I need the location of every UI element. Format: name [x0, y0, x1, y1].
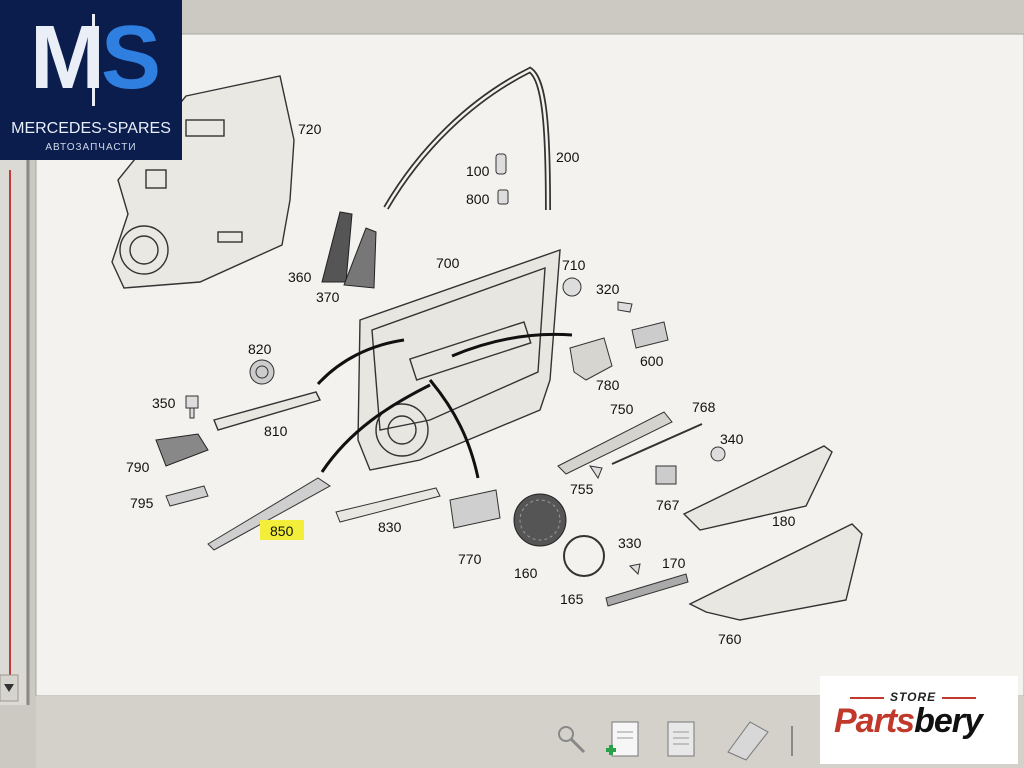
label-820: 820	[248, 341, 272, 357]
label-320: 320	[596, 281, 620, 297]
scroll-down-arrow-icon	[4, 684, 14, 692]
part-330-pin	[628, 563, 641, 576]
leader-line-780	[451, 332, 573, 358]
leader-line-850	[320, 383, 431, 473]
part-labels: 720 200 100 800 360 370 700 710 320 600 …	[126, 121, 796, 647]
part-780-lock	[569, 337, 613, 381]
part-850-strip	[207, 477, 331, 551]
label-165: 165	[560, 591, 584, 607]
document-icon[interactable]	[667, 721, 695, 757]
watermark-subtitle: АВТОЗАПЧАСТИ	[45, 142, 137, 153]
left-panel	[0, 160, 26, 705]
key-search-icon[interactable]	[558, 726, 586, 754]
part-160-speaker	[513, 493, 567, 547]
label-170: 170	[662, 555, 686, 571]
part-795-cover	[165, 485, 209, 507]
part-100-plug	[495, 153, 507, 175]
part-720-door-panel	[111, 75, 295, 289]
part-700-door-shell	[357, 248, 561, 471]
part-340-bolt	[710, 446, 726, 462]
part-800-plug	[497, 189, 509, 205]
label-767: 767	[656, 497, 680, 513]
part-820-tweeter	[249, 359, 275, 385]
label-180: 180	[772, 513, 796, 529]
label-720: 720	[298, 121, 322, 137]
part-770-switch	[449, 489, 501, 529]
label-330: 330	[618, 535, 642, 551]
label-768: 768	[692, 399, 716, 415]
label-790: 790	[126, 459, 150, 475]
part-600-bracket	[631, 321, 669, 349]
mercedes-spares-watermark: MS MERCEDES-SPARES АВТОЗАПЧАСТИ	[0, 0, 182, 160]
logo-divider	[92, 14, 95, 106]
label-340: 340	[720, 431, 744, 447]
part-360-trim	[321, 211, 353, 283]
part-755-screw	[588, 465, 603, 480]
leader-line-810	[316, 338, 405, 386]
label-370: 370	[316, 289, 340, 305]
label-850-highlight	[260, 520, 304, 540]
label-810: 810	[264, 423, 288, 439]
watermark-brand-name: MERCEDES-SPARES	[11, 120, 171, 137]
part-320-screw	[617, 301, 633, 313]
label-830: 830	[378, 519, 402, 535]
label-800: 800	[466, 191, 490, 207]
label-795: 795	[130, 495, 154, 511]
label-350: 350	[152, 395, 176, 411]
part-370-trim	[343, 227, 377, 289]
label-755: 755	[570, 481, 594, 497]
label-750: 750	[610, 401, 634, 417]
label-780: 780	[596, 377, 620, 393]
part-750-grab-handle	[557, 411, 673, 475]
watermark-store-name: Partsbery	[834, 702, 983, 741]
label-710: 710	[562, 257, 586, 273]
part-350-bolt	[185, 395, 199, 419]
part-810-trim	[213, 391, 322, 431]
part-830-strip	[335, 487, 441, 523]
part-170-strip	[605, 573, 689, 607]
label-600: 600	[640, 353, 664, 369]
part-760-lower-trim	[688, 523, 863, 621]
store-name-part2: bery	[914, 702, 983, 740]
part-768-rod	[611, 423, 703, 465]
part-165-ring	[563, 535, 605, 577]
part-710-cap	[562, 277, 582, 297]
new-document-icon[interactable]	[606, 721, 639, 757]
part-790-handle	[155, 433, 209, 467]
label-760: 760	[718, 631, 742, 647]
label-360: 360	[288, 269, 312, 285]
part-767-clip	[655, 465, 677, 485]
eraser-icon[interactable]	[727, 721, 769, 761]
store-name-part1: Parts	[834, 702, 915, 740]
watermark-store-label: STORE	[849, 690, 977, 704]
label-850: 850	[270, 523, 294, 539]
label-100: 100	[466, 163, 490, 179]
part-180-armrest	[682, 445, 833, 531]
label-200: 200	[556, 149, 580, 165]
leader-line-770	[428, 379, 480, 479]
label-770: 770	[458, 551, 482, 567]
label-160: 160	[514, 565, 538, 581]
partsbery-watermark: STORE Partsbery	[820, 676, 1018, 764]
label-700: 700	[436, 255, 460, 271]
